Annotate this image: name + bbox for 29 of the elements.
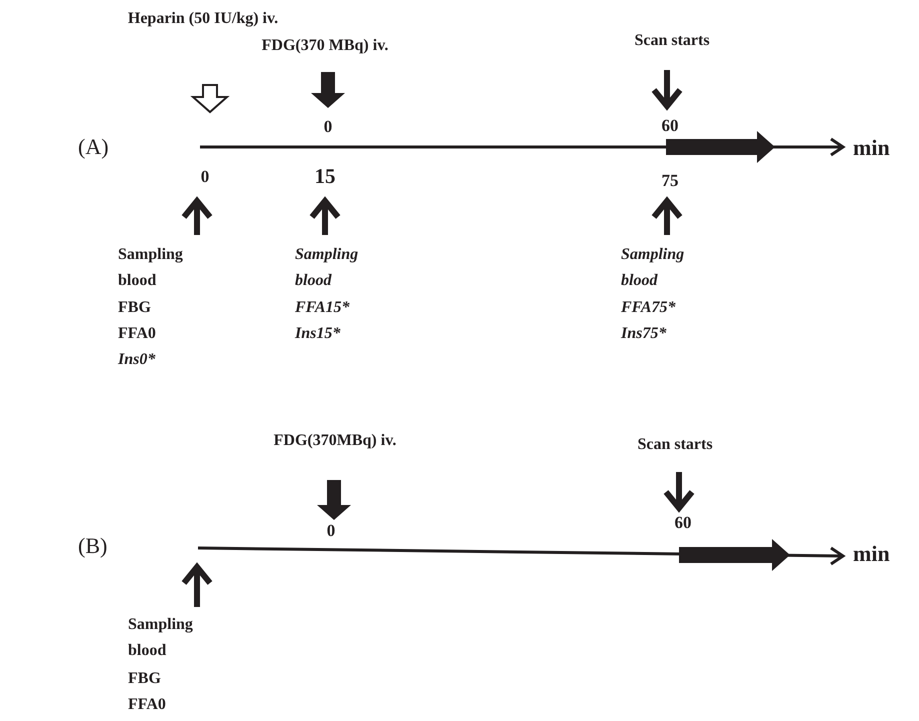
- time-value: 15: [314, 163, 336, 189]
- measure-label: FBG: [128, 669, 162, 689]
- event-label: Scan starts: [636, 435, 714, 455]
- sample-label: Sampling blood: [621, 245, 686, 291]
- time-value: 0: [326, 520, 336, 542]
- time-value: 60: [660, 115, 680, 137]
- time-value: 60: [674, 512, 692, 534]
- measure-label: Ins75*: [621, 324, 668, 344]
- measure-label: Ins0*: [118, 350, 156, 370]
- sample-label: Sampling blood: [118, 245, 184, 291]
- sample-label: Sampling blood: [128, 615, 194, 661]
- event-label: Scan starts: [633, 31, 711, 51]
- panel-label: (B): [78, 533, 108, 559]
- measure-label: FFA0: [128, 695, 167, 715]
- sample-label: Sampling blood: [295, 245, 360, 291]
- time-value: 0: [322, 116, 334, 138]
- measure-label: FFA15*: [295, 298, 351, 318]
- event-label: FDG(370 MBq) iv.: [260, 36, 390, 56]
- axis-unit: min: [853, 541, 891, 567]
- event-label: Heparin (50 IU/kg) iv.: [126, 9, 280, 29]
- axis-unit: min: [853, 135, 891, 161]
- measure-label: Ins15*: [295, 324, 342, 344]
- time-value: 0: [200, 166, 210, 188]
- event-label: FDG(370MBq) iv.: [272, 431, 398, 451]
- panel-label: (A): [78, 134, 110, 160]
- measure-label: FFA0: [118, 324, 157, 344]
- measure-label: FBG: [118, 298, 152, 318]
- time-value: 75: [660, 170, 680, 192]
- measure-label: FFA75*: [621, 298, 677, 318]
